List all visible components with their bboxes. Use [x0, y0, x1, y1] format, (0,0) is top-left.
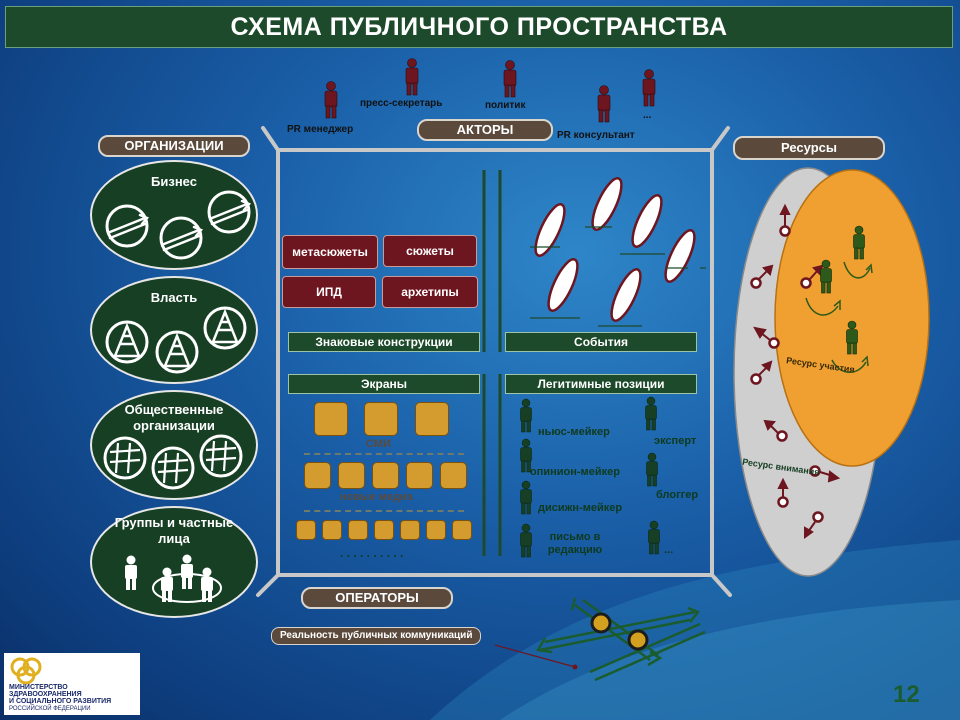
- actor-pr-consultant: PR консультант: [557, 130, 635, 141]
- smi-square: [415, 402, 449, 436]
- org-groups-label: Группы и частные лица: [114, 515, 234, 546]
- smi-label: СМИ: [366, 438, 391, 450]
- box-archetypes: архетипы: [382, 276, 478, 308]
- position-more: ...: [664, 544, 674, 556]
- ministry-line: РОССИЙСКОЙ ФЕДЕРАЦИИ: [9, 706, 91, 712]
- actor-pr-manager: PR менеджер: [287, 124, 354, 135]
- position-blogger: блоггер: [656, 489, 699, 501]
- org-power-label: Власть: [150, 290, 198, 305]
- operators-pill: ОПЕРАТОРЫ: [301, 587, 453, 609]
- reality-pill: Реальность публичных коммуникаций: [271, 627, 482, 645]
- other-square: [296, 520, 316, 540]
- screens-bar: Экраны: [288, 374, 480, 394]
- new-media-square: [304, 462, 331, 489]
- smi-square: [364, 402, 398, 436]
- resources-pill: Ресурсы: [733, 136, 885, 160]
- org-public: [90, 390, 258, 500]
- org-business: [90, 160, 258, 270]
- new-media-square: [338, 462, 365, 489]
- ministry-line: ЗДРАВООХРАНЕНИЯ: [9, 691, 82, 698]
- actor-press-secretary: пресс-секретарь: [360, 98, 443, 109]
- box-ipd: ИПД: [282, 276, 376, 308]
- organizations-pill: ОРГАНИЗАЦИИ: [98, 135, 250, 157]
- new-media-label: новые медиа: [340, 491, 413, 503]
- sign-constructions-bar: Знаковые конструкции: [288, 332, 480, 352]
- position-news-maker: ньюс-мейкер: [538, 426, 610, 438]
- other-square: [452, 520, 472, 540]
- other-square: [400, 520, 420, 540]
- ministry-line: И СОЦИАЛЬНОГО РАЗВИТИЯ: [9, 698, 112, 705]
- other-square: [322, 520, 342, 540]
- events-bar: События: [505, 332, 697, 352]
- actor-more: ...: [643, 110, 652, 121]
- smi-divider: [304, 453, 464, 455]
- new-media-divider: [304, 510, 464, 512]
- page-number: 12: [893, 681, 920, 708]
- org-groups: [90, 506, 258, 618]
- ministry-emblem-icon: [10, 657, 42, 685]
- page-title: СХЕМА ПУБЛИЧНОГО ПРОСТРАНСТВА: [5, 6, 953, 48]
- other-square: [374, 520, 394, 540]
- actor-politician: политик: [485, 100, 526, 111]
- box-plots: сюжеты: [383, 235, 477, 267]
- position-letter: письмо в редакцию: [547, 531, 603, 556]
- org-public-label: Общественные организации: [124, 402, 224, 433]
- new-media-square: [406, 462, 433, 489]
- position-opinion-maker: опинион-мейкер: [530, 466, 620, 478]
- position-expert: эксперт: [654, 435, 697, 447]
- box-metaplots: метасюжеты: [282, 235, 378, 269]
- new-media-square: [372, 462, 399, 489]
- ministry-line: МИНИСТЕРСТВО: [9, 684, 68, 691]
- other-square: [426, 520, 446, 540]
- smi-square: [314, 402, 348, 436]
- org-business-label: Бизнес: [151, 174, 197, 189]
- new-media-square: [440, 462, 467, 489]
- legit-positions-bar: Легитимные позиции: [505, 374, 697, 394]
- actors-pill: АКТОРЫ: [417, 119, 553, 141]
- position-decision-maker: дисижн-мейкер: [538, 502, 623, 514]
- other-square: [348, 520, 368, 540]
- ministry-logo: МИНИСТЕРСТВО ЗДРАВООХРАНЕНИЯ И СОЦИАЛЬНО…: [4, 653, 140, 715]
- more-dots: . . . . . . . . . .: [340, 546, 404, 560]
